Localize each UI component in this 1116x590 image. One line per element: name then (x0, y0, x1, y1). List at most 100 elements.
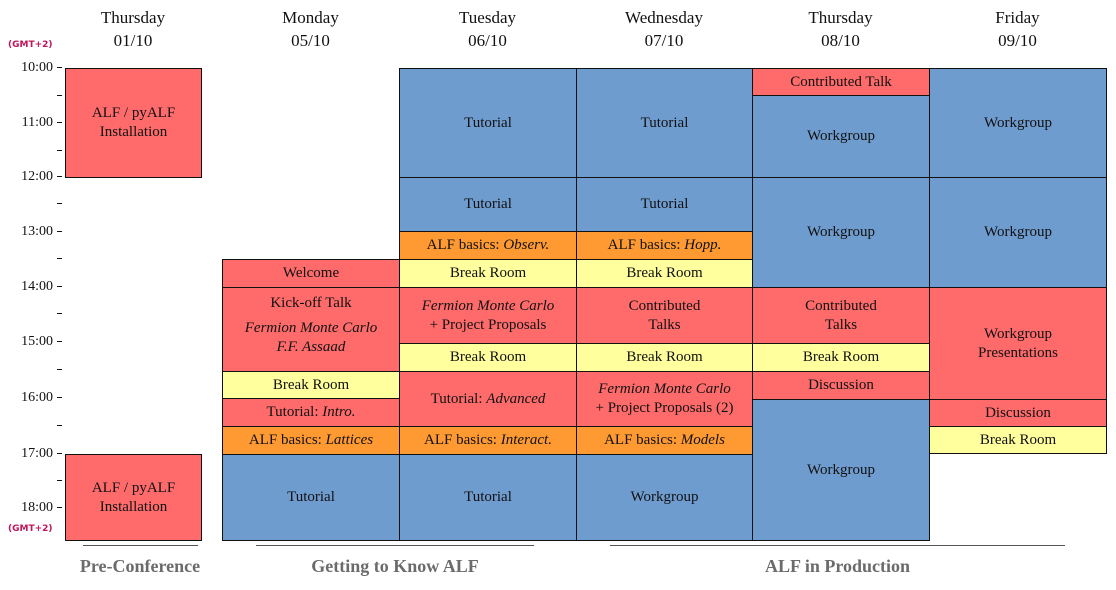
event-basics-interact: ALF basics: Interact. (399, 426, 577, 455)
day-date: 09/10 (998, 31, 1037, 50)
event-break-room: Break Room (576, 343, 753, 372)
time-tick-half (0, 363, 62, 377)
day-date: 06/10 (468, 31, 507, 50)
event-title: Break Room (979, 431, 1057, 448)
day-date: 01/10 (113, 31, 153, 50)
event-prefix: ALF basics: (607, 237, 685, 253)
event-workgroup: Workgroup (576, 454, 753, 541)
event-tutorial: Tutorial (399, 454, 577, 541)
time-label: 10:00 (21, 60, 53, 75)
event-topic: Fermion Monte Carlo (598, 381, 731, 397)
event-title: Workgroup (630, 489, 699, 505)
event-title: Welcome (282, 265, 340, 281)
event-discussion: Discussion (752, 371, 930, 400)
timezone-label-top: (GMT+2) (8, 40, 53, 50)
event-topic: Hopp. (684, 237, 722, 253)
time-tick: 14:00 (0, 280, 62, 294)
time-tick-half (0, 89, 62, 103)
day-header-wed: Wednesday 07/10 (576, 6, 752, 52)
time-label: 14:00 (21, 279, 53, 294)
time-tick: 17:00 (0, 447, 62, 461)
day-date: 07/10 (644, 31, 684, 50)
day-name: Thursday (808, 8, 873, 27)
event-break-room: Break Room (752, 343, 930, 372)
event-speaker: F.F. Assaad (276, 339, 346, 355)
event-title: Tutorial (287, 489, 335, 505)
day-name: Wednesday (625, 8, 703, 27)
event-title: Workgroup (807, 224, 875, 240)
event-title: Discussion (985, 404, 1051, 421)
section-label: Pre-Conference (79, 556, 201, 576)
event-prefix: ALF basics: (248, 432, 326, 448)
event-title: Talks (648, 316, 681, 333)
day-date: 08/10 (821, 31, 860, 50)
event-title: Break Room (626, 349, 703, 365)
section-label: Getting to Know ALF (311, 556, 479, 576)
event-topic: Fermion Monte Carlo (421, 297, 555, 314)
time-tick: 18:00 (0, 501, 62, 515)
event-workgroup: Workgroup (752, 177, 930, 288)
event-tutorial: Tutorial (576, 177, 753, 232)
event-title: Kick-off Talk (270, 295, 352, 311)
event-title: ALF basics: Models (604, 431, 725, 450)
event-title: ALF basics: Hopp. (608, 236, 722, 255)
event-tutorial-intro: Tutorial: Intro. (222, 398, 400, 427)
event-topic: Lattices (325, 432, 374, 448)
section-label: ALF in Production (764, 556, 911, 576)
time-tick-half (0, 144, 62, 158)
time-tick-half (0, 474, 62, 488)
event-title: Tutorial (464, 489, 512, 505)
section-getting-to-know-alf: Getting to Know ALF (255, 545, 535, 577)
event-tutorial: Tutorial (576, 68, 753, 178)
event-title: Break Room (449, 265, 527, 281)
event-basics-models: ALF basics: Models (576, 426, 753, 455)
event-title: ALF / pyALF (91, 479, 176, 496)
day-name: Monday (282, 8, 339, 27)
event-workgroup: Workgroup (929, 177, 1107, 288)
event-title: Contributed (628, 297, 701, 314)
event-topic: Fermion Monte Carlo (244, 320, 378, 336)
time-label: 12:00 (21, 169, 53, 184)
event-title: Break Room (449, 349, 527, 365)
event-title: Tutorial (464, 114, 512, 131)
event-topic: Models (680, 432, 725, 448)
event-workgroup: Workgroup (752, 399, 930, 541)
time-label: 13:00 (21, 224, 53, 239)
day-date: 05/10 (291, 31, 330, 50)
event-title: + Project Proposals (2) (595, 400, 734, 416)
event-contributed-talk: Contributed Talk (752, 68, 930, 96)
event-prefix: ALF basics: (424, 432, 501, 448)
event-break-room: Break Room (222, 371, 400, 399)
time-label: 15:00 (21, 334, 53, 349)
event-title: Tutorial: Advanced (431, 390, 546, 409)
event-fmc-proposals: Fermion Monte Carlo+ Project Proposals (399, 287, 577, 344)
time-tick-half (0, 252, 62, 266)
event-break-room: Break Room (399, 343, 577, 372)
time-tick: 11:00 (0, 116, 62, 130)
event-title: Workgroup (984, 325, 1052, 342)
event-title: Installation (99, 498, 168, 515)
event-title: ALF / pyALF (91, 105, 176, 121)
day-header-mon: Monday 05/10 (222, 6, 399, 52)
time-label: 11:00 (21, 115, 53, 130)
event-prefix: ALF basics: (426, 237, 504, 253)
event-tutorial: Tutorial (222, 454, 400, 541)
event-topic: Interact. (500, 432, 552, 448)
time-tick-half (0, 419, 62, 433)
event-break-room: Break Room (929, 426, 1107, 454)
time-label: 17:00 (21, 446, 53, 461)
time-tick: 12:00 (0, 170, 62, 184)
event-title: Contributed (805, 297, 877, 314)
event-title: Break Room (626, 265, 703, 281)
event-title: Discussion (808, 377, 874, 393)
event-title: Tutorial (640, 196, 689, 212)
day-header-thu: Thursday 08/10 (752, 6, 929, 52)
event-title: Tutorial (464, 196, 512, 212)
event-title: Tutorial (640, 114, 689, 131)
